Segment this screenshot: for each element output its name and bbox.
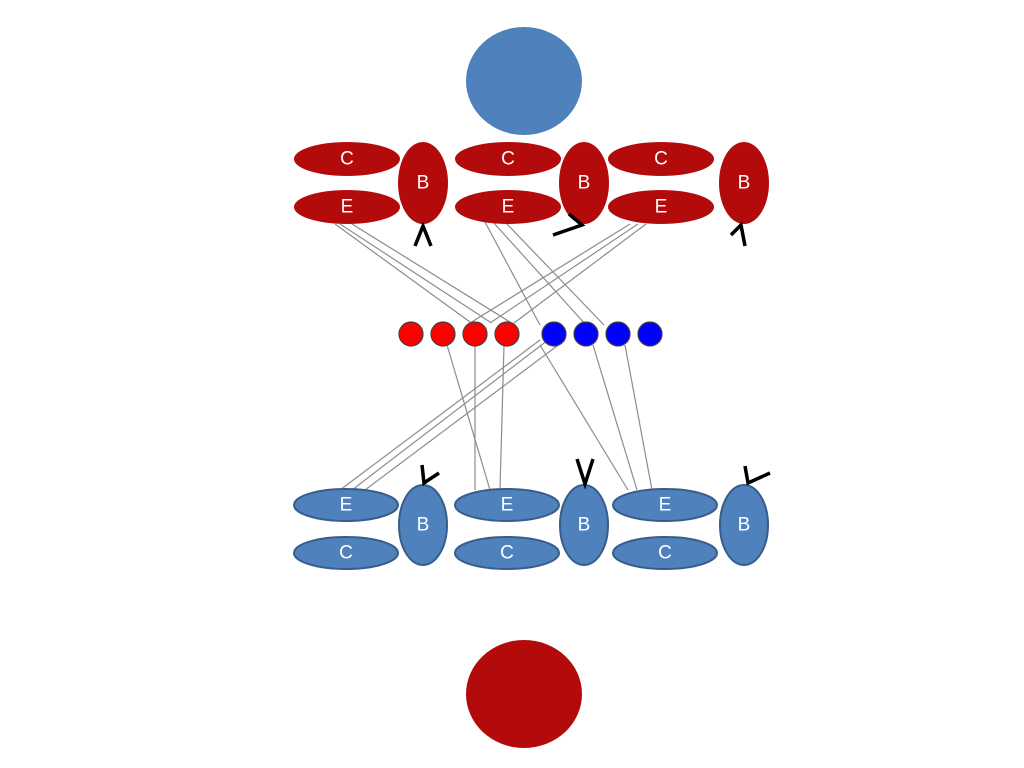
b-ellipse <box>559 142 609 224</box>
connection-line <box>339 223 491 323</box>
c-label: C <box>501 149 515 170</box>
lower-unit-2: E C B <box>454 484 609 570</box>
connection-line <box>469 223 631 324</box>
b-ellipse <box>398 142 448 224</box>
b-ellipse <box>719 484 769 566</box>
blue-bead <box>605 321 631 347</box>
connection-line <box>351 223 511 323</box>
hook-mark-icon <box>420 464 440 487</box>
connection-line <box>484 221 541 326</box>
c-label: C <box>340 149 354 170</box>
e-ellipse <box>455 190 561 224</box>
e-label: E <box>502 197 515 218</box>
connection-line <box>489 223 639 324</box>
c-ellipse <box>293 536 399 570</box>
red-bead <box>398 321 424 347</box>
bottom-red-cell <box>466 640 582 748</box>
b-label: B <box>417 173 430 194</box>
red-bead <box>430 321 456 347</box>
c-label: C <box>658 543 672 564</box>
connection-line <box>624 344 653 491</box>
connection-line <box>513 223 647 324</box>
e-label: E <box>659 495 672 516</box>
blue-bead <box>573 321 599 347</box>
lower-unit-3: E C B <box>612 484 769 570</box>
blue-bead <box>541 321 567 347</box>
b-label: B <box>738 515 751 536</box>
c-ellipse <box>612 536 718 570</box>
b-label: B <box>738 173 751 194</box>
c-ellipse <box>608 142 714 176</box>
b-label: B <box>578 515 591 536</box>
connection-line <box>504 221 605 326</box>
e-label: E <box>655 197 668 218</box>
b-ellipse <box>719 142 769 224</box>
connection-line <box>539 344 629 491</box>
c-ellipse <box>455 142 561 176</box>
e-label: E <box>501 495 514 516</box>
connection-line <box>364 339 566 491</box>
top-blue-cell <box>466 27 582 135</box>
blue-bead <box>637 321 663 347</box>
connection-line <box>339 339 541 491</box>
upper-unit-3: C E B <box>608 142 769 224</box>
connection-line <box>446 344 491 491</box>
c-label: C <box>500 543 514 564</box>
hook-marks <box>413 212 771 490</box>
c-ellipse <box>294 142 400 176</box>
hook-mark-icon <box>552 212 586 237</box>
connection-lines <box>334 221 653 491</box>
c-label: C <box>654 149 668 170</box>
e-label: E <box>341 197 354 218</box>
hook-mark-icon <box>575 458 595 490</box>
connection-line <box>334 223 471 323</box>
b-label: B <box>578 173 591 194</box>
upper-unit-2: C E B <box>455 142 609 224</box>
e-ellipse <box>294 190 400 224</box>
lower-unit-1: E C B <box>293 484 448 570</box>
connection-line <box>351 339 549 491</box>
red-bead <box>462 321 488 347</box>
c-label: C <box>339 543 353 564</box>
b-label: B <box>417 515 430 536</box>
upper-unit-1: C E B <box>294 142 448 224</box>
hook-mark-icon <box>729 221 747 247</box>
c-ellipse <box>454 536 560 570</box>
hook-mark-icon <box>413 221 433 247</box>
e-ellipse <box>293 488 399 522</box>
red-bead <box>494 321 520 347</box>
e-ellipse <box>454 488 560 522</box>
e-ellipse <box>612 488 718 522</box>
e-ellipse <box>608 190 714 224</box>
e-label: E <box>340 495 353 516</box>
connection-line <box>592 344 638 491</box>
connection-line <box>499 344 505 491</box>
hook-mark-icon <box>743 465 771 486</box>
bead-chain <box>398 321 663 347</box>
connection-line <box>492 221 587 326</box>
